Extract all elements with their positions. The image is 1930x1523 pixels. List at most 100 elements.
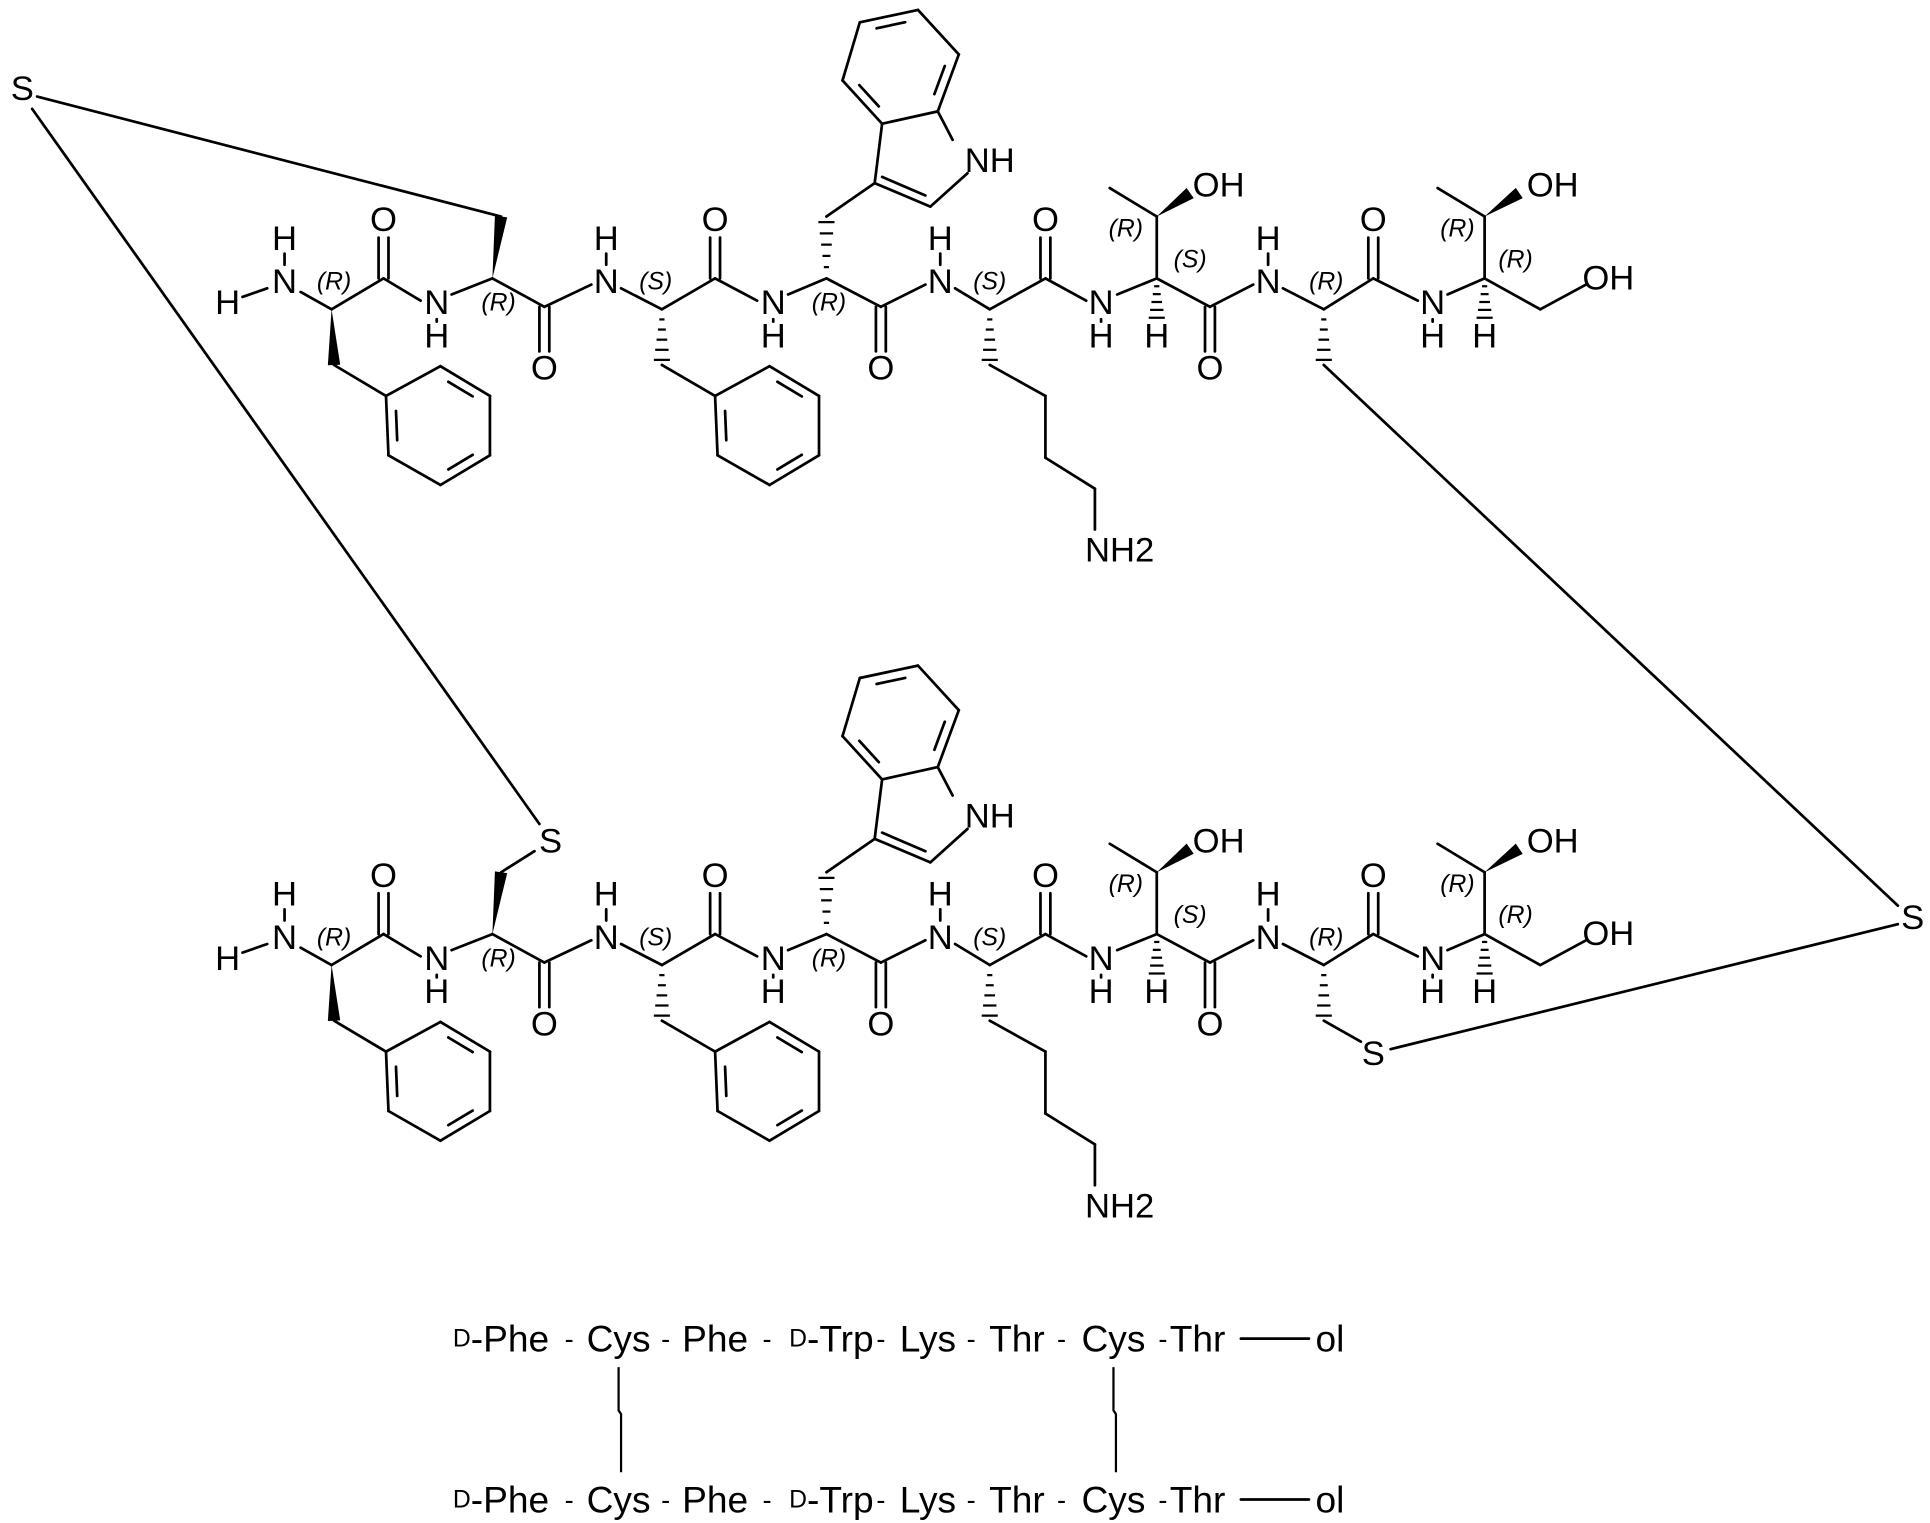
residue-label: Thr bbox=[1170, 1318, 1226, 1360]
lysine-chain-bond bbox=[988, 1019, 1047, 1053]
bond bbox=[1436, 186, 1486, 218]
stereo-descriptor: (S) bbox=[973, 269, 1006, 296]
atom-label: H bbox=[215, 940, 240, 978]
backbone-bond bbox=[1044, 932, 1088, 958]
backbone-bond bbox=[330, 277, 385, 311]
backbone-bond bbox=[1371, 932, 1420, 958]
ring-bond bbox=[858, 8, 920, 24]
atom-label: H bbox=[272, 875, 297, 913]
ring-bond bbox=[841, 20, 862, 82]
residue-name: ol bbox=[1316, 1318, 1345, 1360]
stereo-descriptor: (R) bbox=[1440, 215, 1474, 242]
lysine-chain-bond bbox=[988, 363, 1047, 398]
ring-inner-bond bbox=[875, 676, 907, 686]
ring-bond bbox=[439, 453, 492, 487]
benzene-ring bbox=[384, 1020, 492, 1143]
indole-bond bbox=[936, 110, 954, 142]
stereo-descriptor: (R) bbox=[812, 945, 846, 972]
atom-label: O bbox=[531, 1005, 558, 1043]
atom-label: OH bbox=[1582, 259, 1634, 297]
residue-label: Cys bbox=[1082, 1318, 1146, 1360]
ring-bond bbox=[713, 1020, 771, 1053]
stereo-descriptor: (R) bbox=[481, 290, 515, 317]
d-prefix: D bbox=[453, 1325, 471, 1352]
backbone-bond bbox=[1208, 283, 1255, 309]
bond bbox=[825, 181, 877, 218]
atom-label: OH bbox=[1527, 167, 1579, 205]
peptide-link: - bbox=[876, 1484, 885, 1515]
ring-bond bbox=[841, 79, 884, 126]
bond bbox=[1108, 186, 1159, 218]
atom-label: O bbox=[702, 857, 729, 895]
backbone-bond bbox=[1115, 277, 1159, 296]
ring-bond bbox=[384, 1050, 390, 1113]
peptide-link: - bbox=[1057, 1484, 1066, 1515]
d-prefix: D bbox=[789, 1486, 807, 1513]
residue-label: D-Trp bbox=[789, 1318, 874, 1360]
atom-label: N bbox=[594, 263, 619, 301]
atom-label: H bbox=[1144, 973, 1169, 1011]
atom-label: N bbox=[424, 940, 449, 978]
ring-inner-bond bbox=[723, 409, 728, 442]
residue-label: ol bbox=[1316, 1318, 1345, 1360]
backbone-bond bbox=[299, 290, 333, 311]
atom-label: N bbox=[761, 284, 786, 322]
backbone-bond bbox=[619, 286, 664, 311]
backbone-bond bbox=[988, 932, 1047, 967]
wedge-bond bbox=[492, 215, 508, 279]
residue-name: Thr bbox=[989, 1478, 1045, 1520]
atom-label: O bbox=[1360, 857, 1387, 895]
ring-bond bbox=[716, 453, 771, 487]
ring-bond bbox=[768, 364, 821, 398]
sulfur-atom-right: S bbox=[1901, 899, 1924, 937]
sulfur-atom-left: S bbox=[11, 70, 34, 108]
ring-inner-bond bbox=[446, 380, 475, 398]
backbone-bond bbox=[660, 932, 717, 967]
lysine-chain-bond bbox=[1044, 1112, 1097, 1146]
backbone-bond bbox=[953, 942, 992, 967]
ring-inner-bond bbox=[776, 380, 804, 398]
ring-bond bbox=[916, 664, 961, 712]
ring-bond bbox=[841, 734, 884, 781]
backbone-bond bbox=[1446, 932, 1486, 952]
backbone-bond bbox=[1155, 932, 1212, 964]
ring-inner-bond bbox=[394, 1065, 399, 1098]
ring-bond bbox=[768, 1020, 821, 1053]
atom-label: N bbox=[1256, 263, 1281, 301]
residue-label: Cys bbox=[1082, 1478, 1146, 1520]
wedge-bond bbox=[492, 871, 508, 935]
atom-label: H bbox=[1472, 973, 1497, 1011]
atom-label: H bbox=[761, 973, 786, 1011]
atom-label: H bbox=[594, 220, 619, 258]
residue-name: Thr bbox=[989, 1318, 1045, 1360]
atom-label: N bbox=[1089, 284, 1114, 322]
ring-bond bbox=[387, 453, 442, 487]
backbone-bond bbox=[1538, 938, 1588, 967]
stereo-descriptor: (R) bbox=[1109, 215, 1143, 242]
atom-label: O bbox=[1196, 1005, 1223, 1043]
disulfide-connector-line bbox=[617, 1367, 623, 1473]
disulfide-bond bbox=[30, 107, 541, 826]
peptide-link: - bbox=[967, 1484, 976, 1515]
backbone-bond bbox=[450, 932, 494, 952]
wedge-bond bbox=[1484, 187, 1523, 217]
ring-bond bbox=[916, 8, 961, 56]
atom-label: H bbox=[424, 318, 449, 356]
amine-label: NH2 bbox=[1085, 1187, 1154, 1225]
atom-label: N bbox=[1420, 284, 1445, 322]
atom-label: H bbox=[1256, 220, 1281, 258]
ring-bond bbox=[713, 364, 771, 398]
backbone-bond bbox=[1483, 277, 1542, 311]
atom-label: H bbox=[215, 284, 240, 322]
atom-label: N bbox=[761, 940, 786, 978]
backbone-bond bbox=[825, 932, 883, 964]
indole-bond bbox=[873, 181, 932, 208]
disulfide-connector-line bbox=[1112, 1367, 1118, 1473]
ring-inner-bond bbox=[857, 83, 881, 108]
peptide-link: - bbox=[876, 1323, 885, 1354]
residue-name: -Phe bbox=[471, 1318, 549, 1360]
atom-label: N bbox=[1089, 940, 1114, 978]
atom-label: O bbox=[702, 201, 729, 239]
residue-label: Phe bbox=[682, 1478, 748, 1520]
